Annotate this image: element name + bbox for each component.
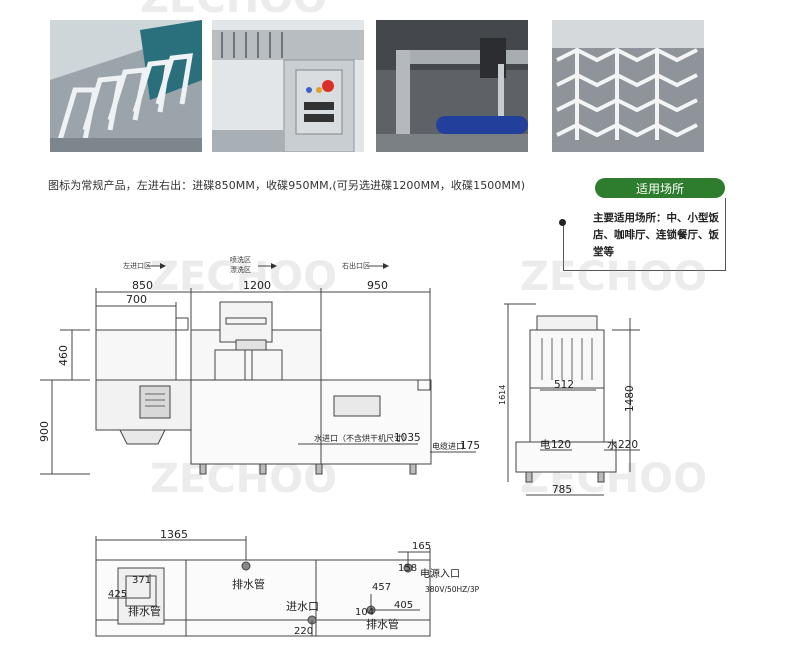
water-inlet-label: 水进口（不含烘干机尺寸） (314, 433, 410, 443)
zone-wash-label: 喷洗区 (230, 255, 251, 264)
dim-371: 371 (132, 575, 151, 586)
panel-connector-dot (559, 219, 566, 226)
dim-1614: 1614 (498, 385, 507, 405)
dim-950: 950 (367, 279, 388, 292)
water-label: 水 (607, 439, 618, 451)
dim-1035: 1035 (394, 432, 421, 444)
dim-1200: 1200 (243, 279, 271, 292)
front-view: 左进口区 喷洗区 漂洗区 右出口区 850 1200 950 700 (38, 255, 480, 475)
photo-pipes (376, 20, 528, 152)
power-inlet-text: 电源入口 (420, 567, 460, 580)
watermark-top: ZECHOO (140, 0, 327, 22)
dim-900: 900 (38, 421, 51, 442)
dim-1365: 1365 (160, 528, 188, 541)
side-view: 1614 512 1480 电 120 水 220 785 (498, 303, 640, 496)
zone-inlet-label: 左进口区 (123, 261, 151, 270)
suitable-places-text: 主要适用场所：中、小型饭店、咖啡厅、连锁餐厅、饭堂等 (593, 212, 719, 258)
photo-control-panel (212, 20, 364, 152)
plan-view: 1365 165 158 电源入口 380V/50HZ/3P 371 425 排… (95, 528, 480, 637)
dim-850: 850 (132, 279, 153, 292)
dim-1480: 1480 (624, 385, 636, 412)
dim-457: 457 (372, 582, 391, 593)
power-inlet-label: 电缆进口 (432, 441, 464, 451)
elec-label: 电 (540, 438, 551, 451)
dim-512: 512 (554, 379, 574, 391)
dim-405: 405 (394, 600, 413, 611)
photo-conveyor-racks (50, 20, 202, 152)
drain-label-2: 排水管 (232, 577, 265, 591)
photo-rack-interior (552, 20, 704, 152)
dim-158: 158 (398, 563, 417, 574)
drain-label-1: 排水管 (128, 604, 161, 618)
dim-165: 165 (412, 541, 431, 552)
dim-side-220: 220 (618, 439, 638, 451)
dim-175: 175 (460, 440, 480, 452)
dim-plan-220: 220 (294, 626, 313, 637)
suitable-places-badge: 适用场所 (595, 178, 725, 198)
dim-104: 104 (355, 607, 374, 618)
zone-outlet-label: 右出口区 (342, 261, 370, 270)
panel-connector-line (563, 222, 564, 270)
suitable-places-panel: 主要适用场所：中、小型饭店、咖啡厅、连锁餐厅、饭堂等 (559, 198, 726, 271)
dim-700: 700 (126, 293, 147, 306)
dim-425: 425 (108, 589, 127, 600)
product-caption: 图标为常规产品，左进右出：进碟850MM，收碟950MM,(可另选进碟1200M… (48, 179, 526, 192)
dim-460: 460 (57, 345, 70, 366)
water-inlet-text: 进水口 (286, 600, 319, 613)
drain-label-3: 排水管 (366, 617, 399, 631)
dim-side-120: 120 (551, 439, 571, 451)
power-spec-text: 380V/50HZ/3P (425, 585, 480, 594)
dim-785: 785 (552, 484, 572, 496)
watermark-side: ZECHOO (520, 254, 707, 300)
zone-rinse-label: 漂洗区 (230, 265, 251, 274)
